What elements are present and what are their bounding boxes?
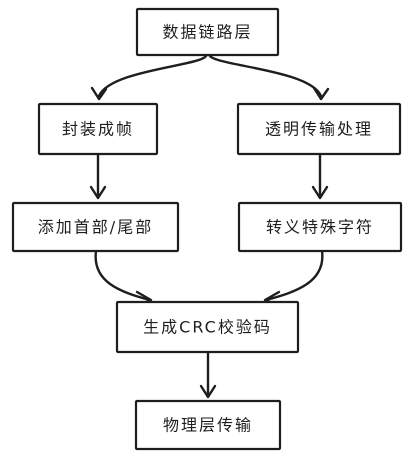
node-transparent-transmission: 透明传输处理 xyxy=(236,102,402,156)
node-label: 物理层传输 xyxy=(163,416,253,435)
edge-arrowhead xyxy=(89,185,107,200)
edge-add-header-to-crc xyxy=(94,249,152,302)
node-label: 透明传输处理 xyxy=(265,120,373,139)
edge-escape-to-crc xyxy=(264,249,324,302)
edge-data-link-to-transparent xyxy=(208,54,323,98)
node-label: 封装成帧 xyxy=(62,120,134,139)
node-add-header-trailer: 添加首部/尾部 xyxy=(11,201,180,253)
node-data-link-layer: 数据链路层 xyxy=(135,7,280,57)
node-label: 数据链路层 xyxy=(162,23,252,42)
edge-arrowhead xyxy=(312,86,330,101)
node-generate-crc: 生成CRC校验码 xyxy=(115,300,300,354)
edges-layer xyxy=(89,54,330,399)
nodes-layer: 数据链路层 封装成帧 透明传输处理 添加首部/尾部 转义特殊字符 生成CRC校验… xyxy=(11,7,403,451)
node-escape-special-chars: 转义特殊字符 xyxy=(237,201,403,253)
node-label: 转义特殊字符 xyxy=(266,218,374,237)
node-encapsulate-frame: 封装成帧 xyxy=(37,102,159,156)
node-label: 生成CRC校验码 xyxy=(143,318,272,337)
node-physical-layer: 物理层传输 xyxy=(134,399,282,451)
edge-arrowhead xyxy=(311,185,329,200)
node-label: 添加首部/尾部 xyxy=(38,218,153,237)
edge-data-link-to-encapsulate xyxy=(97,54,208,98)
edge-arrowhead xyxy=(90,86,108,101)
edge-arrowhead xyxy=(199,384,217,399)
